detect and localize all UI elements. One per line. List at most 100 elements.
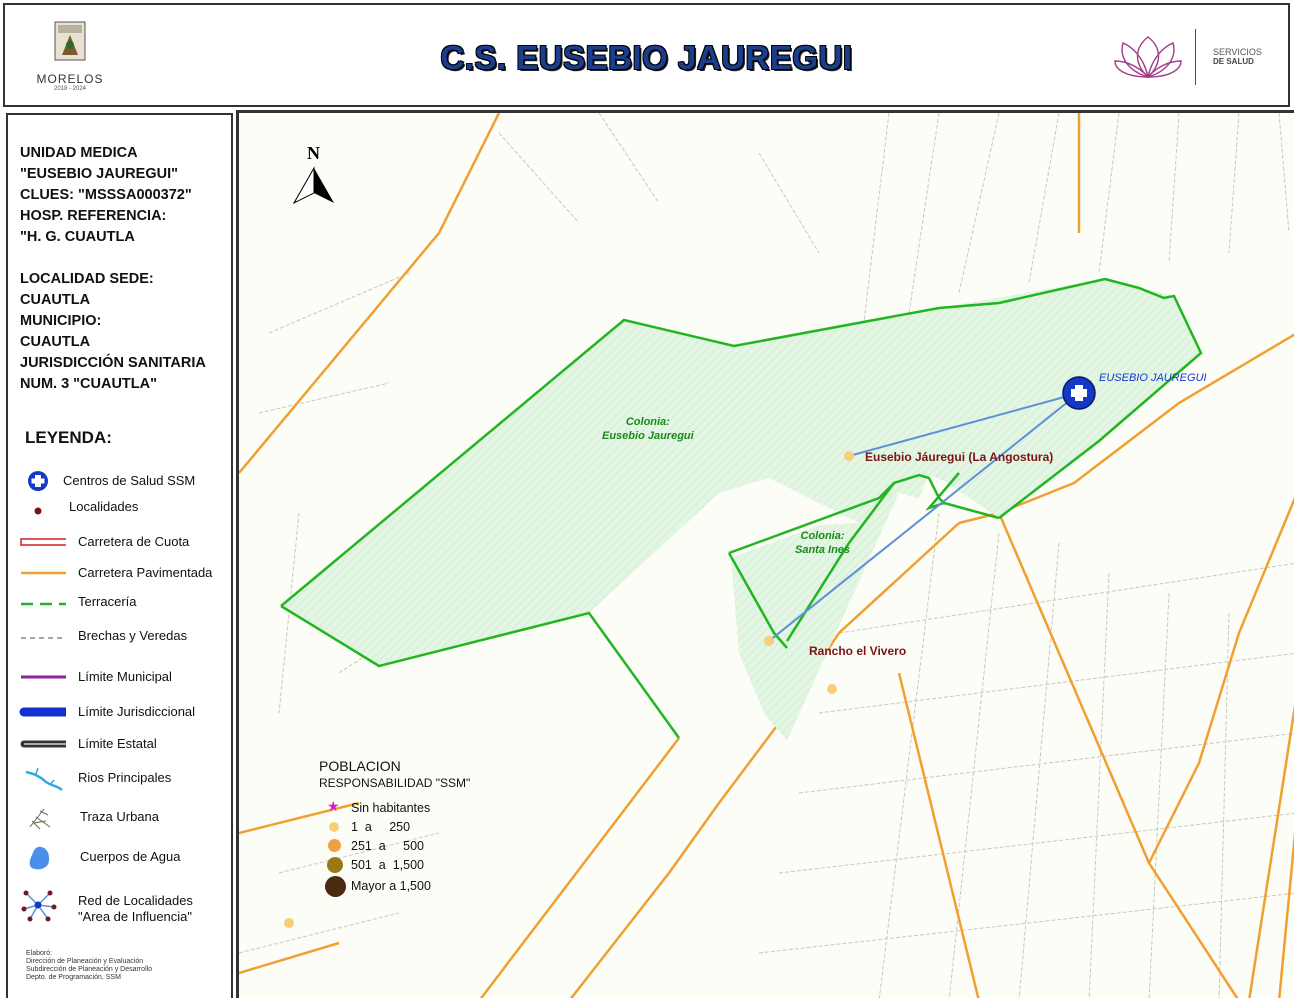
colonia-label: Colonia: Eusebio Jauregui xyxy=(602,415,694,443)
colonia-label: Colonia: Santa Ines xyxy=(795,529,850,557)
info-line: NUM. 3 "CUAUTLA" xyxy=(20,376,157,392)
legend-item: Traza Urbana xyxy=(8,803,233,831)
locality-label: Rancho el Vivero xyxy=(809,644,907,658)
star-icon: ★ xyxy=(327,798,340,814)
legend-item: Cuerpos de Agua xyxy=(8,843,233,871)
legend-title: LEYENDA: xyxy=(25,428,112,447)
health-center-icon xyxy=(28,471,48,491)
info-line: "H. G. CUAUTLA xyxy=(20,229,135,245)
water-body-icon xyxy=(29,846,50,870)
population-row-label: Mayor a 1,500 xyxy=(351,879,431,893)
locality-marker[interactable] xyxy=(827,684,837,694)
map-canvas[interactable] xyxy=(239,113,1294,998)
colonia-label-line: Colonia: xyxy=(800,530,845,542)
colonia-label-line: Santa Ines xyxy=(795,544,851,556)
population-row: 1 a 250 xyxy=(319,817,499,836)
legend-item-label: Límite Municipal xyxy=(78,669,172,684)
population-row-label: Sin habitantes xyxy=(351,801,431,815)
legend-item-label: Localidades xyxy=(69,499,139,514)
colonia-label-line: Colonia: xyxy=(625,416,670,428)
river-icon xyxy=(25,767,63,791)
paved-road-network xyxy=(239,113,1294,998)
locality-marker[interactable] xyxy=(764,636,774,646)
info-line: MUNICIPIO: xyxy=(20,313,102,329)
colonia-label-line: Eusebio Jauregui xyxy=(602,430,694,442)
legend-item-label: Traza Urbana xyxy=(80,809,159,824)
legend-item-label: Límite Estatal xyxy=(78,736,157,751)
info-line xyxy=(20,248,206,269)
legend-item-label: Centros de Salud SSM xyxy=(63,473,196,488)
morelos-logo: MORELOS 2018 - 2024 xyxy=(35,21,105,103)
legend-item: Red de Localidades "Area de Influencia" xyxy=(8,887,233,924)
locality-network-icon xyxy=(21,890,57,922)
legend-item-label: Carretera Pavimentada xyxy=(78,565,213,580)
legend-item-label: Carretera de Cuota xyxy=(78,534,190,549)
population-row-label: 501 a 1,500 xyxy=(351,858,424,872)
info-line: CLUES: "MSSSA000372" xyxy=(20,187,192,203)
info-line: HOSP. REFERENCIA: xyxy=(20,208,167,224)
urban-street-grid xyxy=(239,113,1294,998)
paved-road-icon xyxy=(21,571,66,575)
credits: Elaboró: Dirección de Planeación y Evalu… xyxy=(26,950,152,982)
locality-marker[interactable] xyxy=(844,451,854,461)
agency-name-line2: DE SALUD xyxy=(1213,57,1254,66)
locality-dot-icon xyxy=(34,507,42,515)
urban-trace-icon xyxy=(29,808,51,830)
trail-icon xyxy=(21,637,66,639)
info-line: JURISDICCIÓN SANITARIA xyxy=(20,355,206,371)
locality-marker[interactable] xyxy=(284,918,294,928)
sidebar-panel: UNIDAD MEDICA "EUSEBIO JAUREGUI" CLUES: … xyxy=(6,113,233,998)
state-limit-icon xyxy=(20,740,66,748)
municipal-limit-icon xyxy=(21,675,66,679)
credits-line: Subdirección de Planeación y Desarrollo xyxy=(26,966,153,973)
legend-item: Carretera Pavimentada xyxy=(8,559,233,587)
info-line: LOCALIDAD SEDE: xyxy=(20,271,154,287)
population-legend-title: POBLACION xyxy=(319,758,401,774)
legend-item: Rios Principales xyxy=(8,764,233,792)
legend-item: Límite Municipal xyxy=(8,663,233,691)
morelos-shield-icon xyxy=(54,21,86,61)
jurisdiction-limit-icon xyxy=(19,707,66,717)
credits-line: Dirección de Planeación y Evaluación xyxy=(26,958,144,965)
credits-line: Depto. de Programación, SSM xyxy=(26,974,121,981)
legend-item-label: Terracería xyxy=(78,594,137,609)
info-line: CUAUTLA xyxy=(20,334,91,350)
population-legend-subtitle: RESPONSABILIDAD "SSM" xyxy=(319,776,471,790)
health-center-label: EUSEBIO JAUREGUI xyxy=(1099,372,1207,384)
population-row: ★ Sin habitantes xyxy=(319,798,499,817)
legend-item-label: Rios Principales xyxy=(78,770,172,785)
population-dot-icon xyxy=(329,822,339,832)
health-center-marker[interactable] xyxy=(1062,376,1096,410)
population-row: Mayor a 1,500 xyxy=(319,874,499,898)
population-row-label: 1 a 250 xyxy=(351,820,411,834)
info-line: UNIDAD MEDICA xyxy=(20,145,138,161)
locality-label: Eusebio Jáuregui (La Angostura) xyxy=(865,450,1054,464)
header-banner: MORELOS 2018 - 2024 C.S. EUSEBIO JAUREGU… xyxy=(3,3,1290,107)
population-row: 501 a 1,500 xyxy=(319,855,499,874)
north-label: N xyxy=(307,143,320,163)
agency-name-line1: SERVICIOS xyxy=(1213,47,1262,57)
map-frame[interactable]: N EUSEBIO JAUREGUI Eusebio Jáuregui (La … xyxy=(236,110,1294,998)
population-dot-icon xyxy=(325,876,346,897)
dirt-road-icon xyxy=(21,602,66,606)
legend-item-label: Brechas y Veredas xyxy=(78,628,188,643)
page-title: C.S. EUSEBIO JAUREGUI xyxy=(440,39,853,76)
lotus-icon xyxy=(1114,36,1182,79)
legend-item: Terracería xyxy=(8,588,233,616)
legend-item: Brechas y Veredas xyxy=(8,622,233,650)
locality-network-lines xyxy=(768,392,1080,642)
toll-road-icon xyxy=(20,538,66,546)
population-dot-icon xyxy=(327,857,343,873)
legend-item: Localidades xyxy=(8,493,233,521)
info-line: "EUSEBIO JAUREGUI" xyxy=(20,166,178,182)
morelos-logo-text: MORELOS xyxy=(36,72,104,86)
unit-info: UNIDAD MEDICA "EUSEBIO JAUREGUI" CLUES: … xyxy=(20,143,206,395)
servicios-salud-logo: SERVICIOS DE SALUD xyxy=(1113,27,1283,87)
legend-item: Límite Estatal xyxy=(8,730,233,758)
legend-item-label: Red de Localidades "Area de Influencia" xyxy=(78,893,193,924)
population-legend: POBLACION RESPONSABILIDAD "SSM" ★ Sin ha… xyxy=(319,758,499,898)
legend-item: Carretera de Cuota xyxy=(8,528,233,556)
legend-item-label: Límite Jurisdiccional xyxy=(78,704,196,719)
coverage-boundary xyxy=(280,277,1203,739)
info-line: CUAUTLA xyxy=(20,292,91,308)
